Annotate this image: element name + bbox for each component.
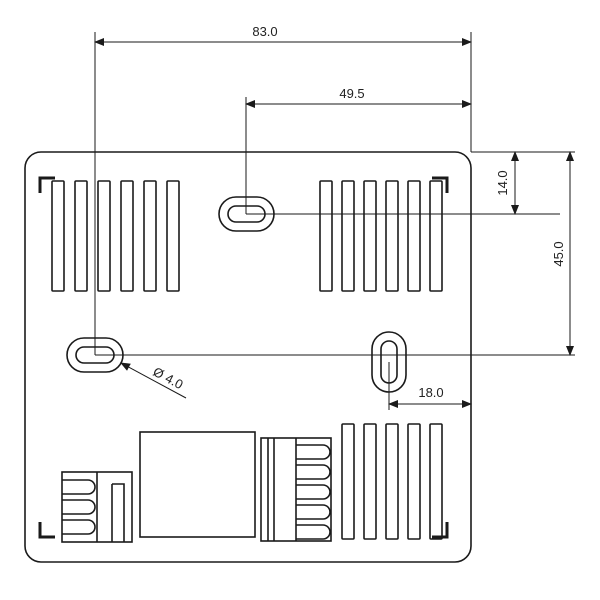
corner-bracket-bottom-left bbox=[38, 522, 55, 539]
vent-slots-bottom-right bbox=[341, 423, 443, 540]
housing-outline bbox=[24, 151, 472, 563]
dimension-hole-offset-right: 18.0 bbox=[418, 385, 443, 400]
dimension-hole-vertical-spacing: 45.0 bbox=[551, 241, 566, 266]
corner-bracket-top-right bbox=[432, 176, 449, 193]
diameter-leader-line bbox=[120, 362, 187, 399]
terminal-block-left bbox=[61, 471, 133, 543]
dimension-slot-offset-vertical: 14.0 bbox=[495, 170, 510, 195]
terminal-block-right bbox=[260, 437, 332, 542]
corner-bracket-bottom-right bbox=[432, 522, 449, 539]
dimension-total-width: 83.0 bbox=[252, 24, 277, 39]
corner-bracket-top-left bbox=[38, 176, 55, 193]
component-block bbox=[139, 431, 256, 538]
dimension-slot-offset-horizontal: 49.5 bbox=[339, 86, 364, 101]
vent-slots-top-left bbox=[51, 180, 180, 292]
vent-slots-top-right bbox=[319, 180, 443, 292]
